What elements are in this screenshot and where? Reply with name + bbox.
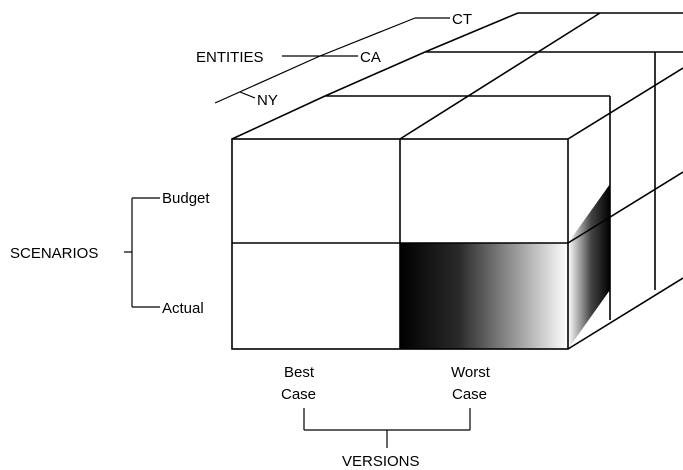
scenario-actual: Actual <box>162 300 204 317</box>
version-worst-line1: Worst <box>451 364 491 381</box>
versions-label: VERSIONS <box>342 453 420 470</box>
shaded-side-strip <box>568 184 610 349</box>
entity-ct: CT <box>452 11 472 28</box>
scenario-budget: Budget <box>162 190 210 207</box>
scenarios-label: SCENARIOS <box>10 245 98 262</box>
cube-side-face <box>567 52 683 350</box>
cube-top-face <box>231 12 683 140</box>
version-best-line2: Case <box>281 386 316 403</box>
entities-label: ENTITIES <box>196 49 264 66</box>
entity-ny: NY <box>257 92 278 109</box>
entities-axis: ENTITIES CT CA NY <box>196 11 472 109</box>
version-best-line1: Best <box>284 364 315 381</box>
entity-ca: CA <box>360 49 381 66</box>
shaded-cell-actual-worst <box>400 243 568 349</box>
scenarios-axis: SCENARIOS Budget Actual <box>10 190 210 317</box>
version-worst-line2: Case <box>452 386 487 403</box>
versions-axis: Best Case Worst Case VERSIONS <box>281 364 491 470</box>
